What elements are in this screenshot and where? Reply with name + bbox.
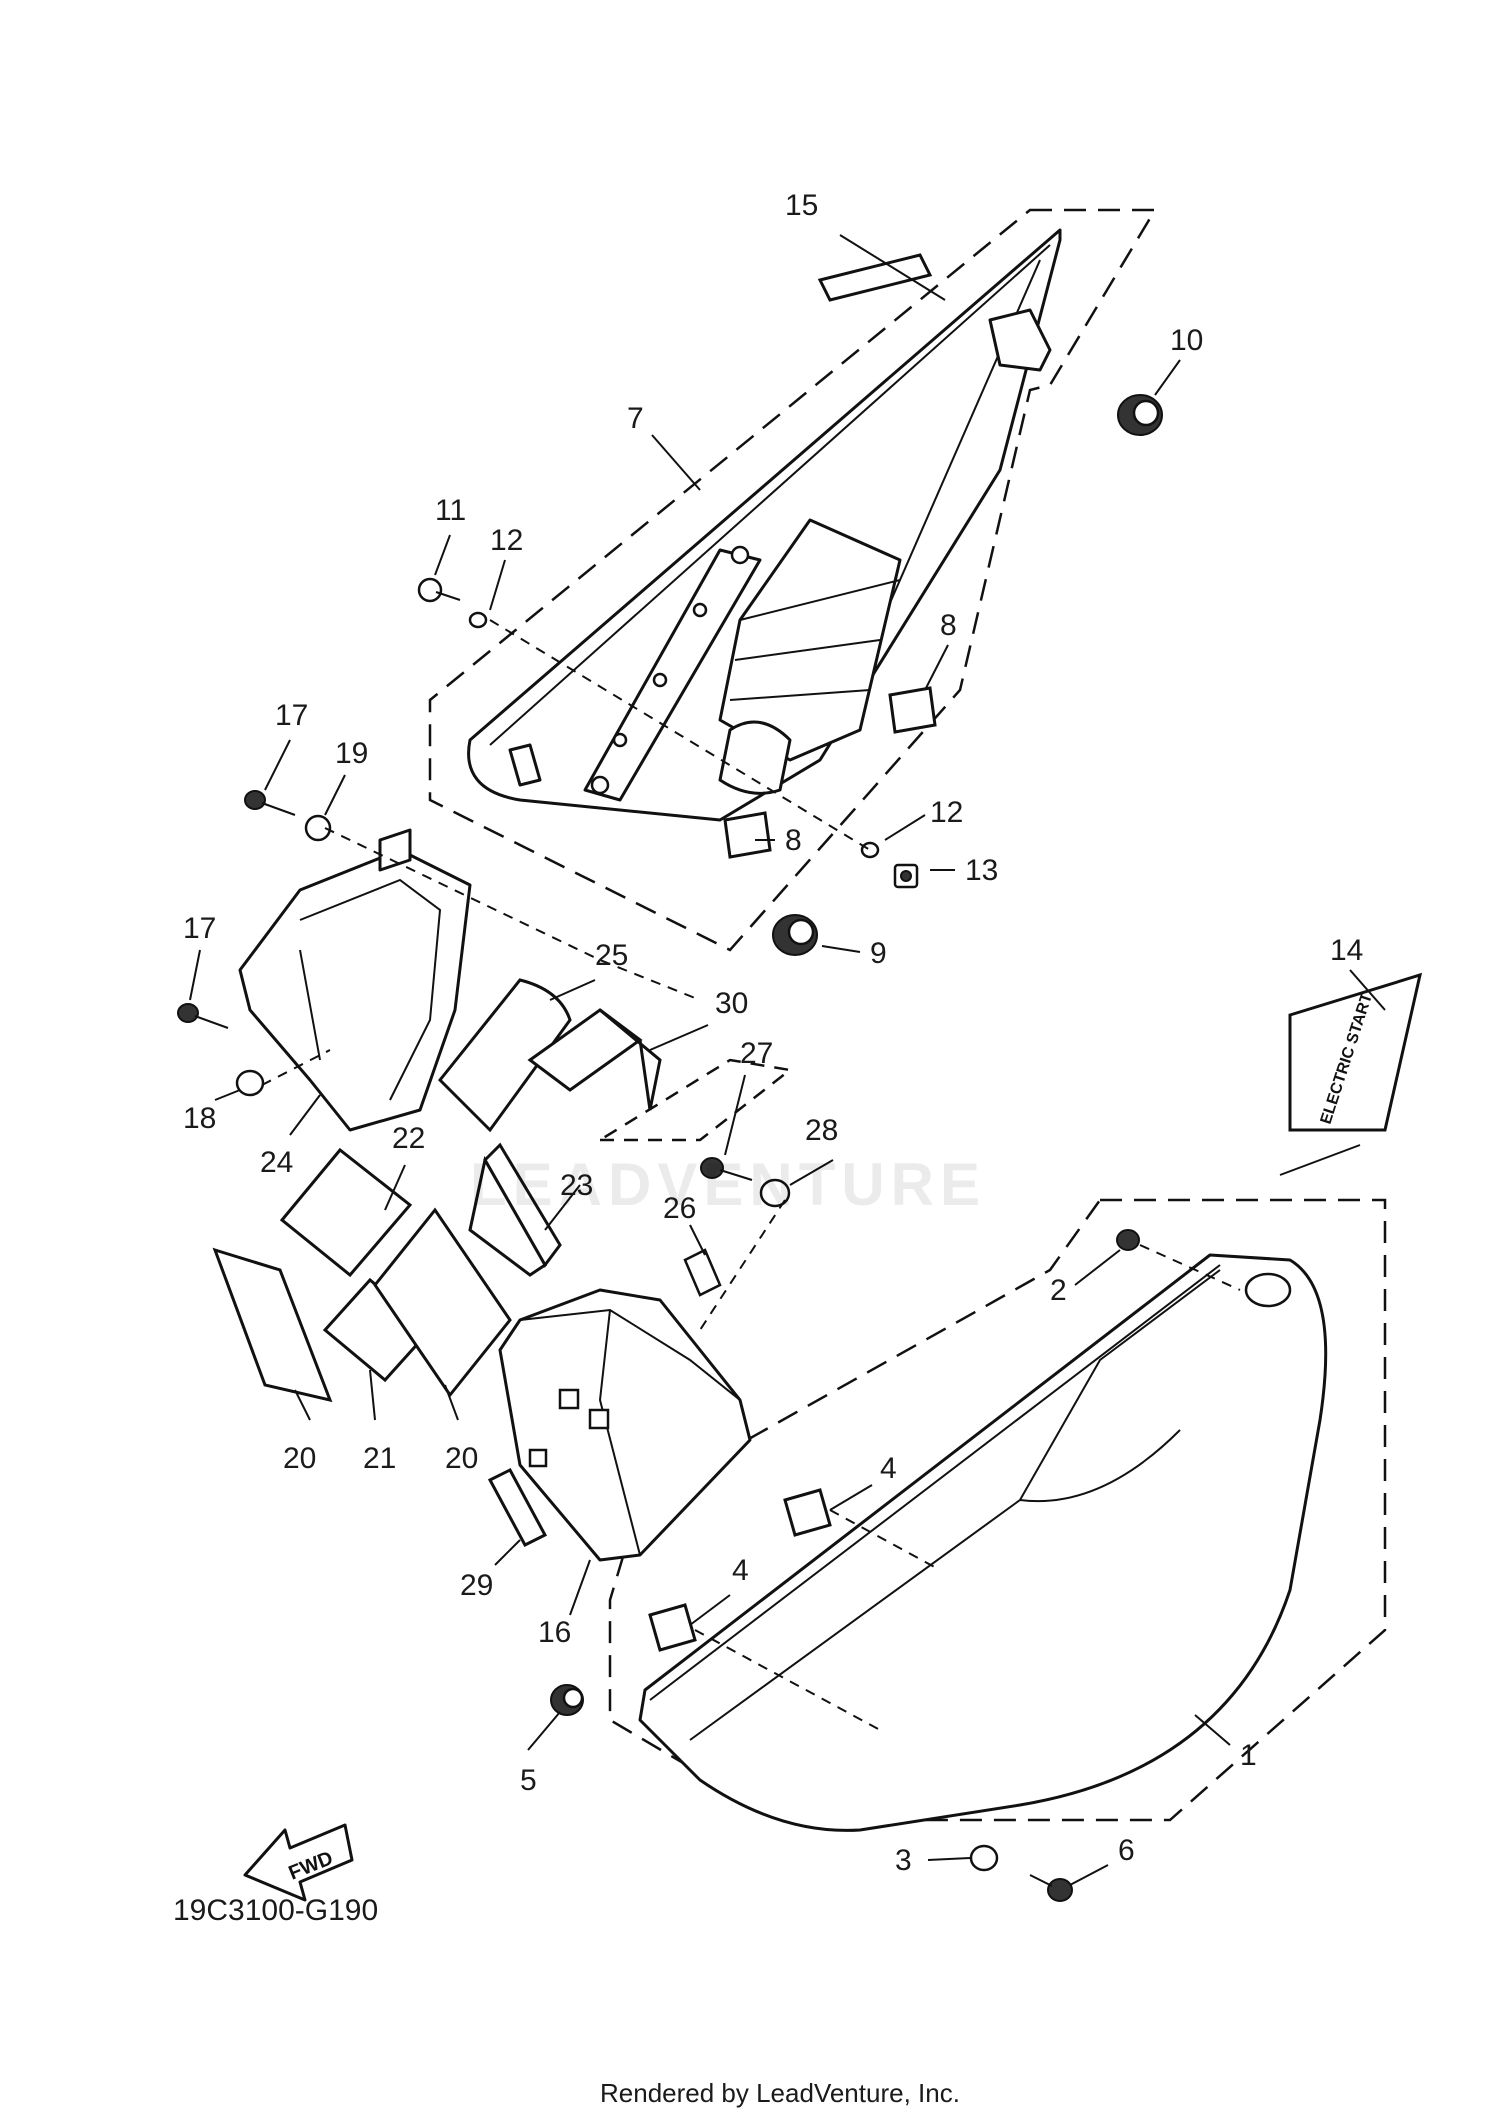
damper-8-lower — [723, 811, 772, 859]
callout-13: 13 — [965, 854, 998, 887]
callout-21: 21 — [363, 1442, 396, 1475]
callout-11: 11 — [435, 494, 466, 527]
callout-2: 2 — [1050, 1274, 1067, 1307]
callout-24: 24 — [260, 1146, 293, 1179]
collar-3 — [969, 1844, 999, 1872]
callout-25: 25 — [595, 939, 628, 972]
damper-8-upper — [888, 686, 937, 734]
callout-3: 3 — [895, 1844, 912, 1877]
decal-14: ELECTRIC START — [1288, 972, 1423, 1132]
callout-17b: 17 — [183, 912, 216, 945]
callout-4b: 4 — [732, 1554, 749, 1587]
clip-26 — [683, 1248, 722, 1297]
nut-13 — [893, 863, 919, 889]
callout-10: 10 — [1170, 324, 1203, 357]
footer-credit: Rendered by LeadVenture, Inc. — [600, 2078, 960, 2108]
sheet-20-left — [212, 1247, 333, 1403]
collar-18 — [235, 1069, 265, 1097]
callout-12a: 12 — [490, 524, 523, 557]
collar-28 — [759, 1178, 791, 1208]
washer-12-upper — [468, 611, 488, 629]
callout-20b: 20 — [445, 1442, 478, 1475]
sheet-22 — [279, 1147, 413, 1278]
callout-1: 1 — [1240, 1739, 1257, 1772]
callout-8b: 8 — [785, 824, 802, 857]
grommet-2 — [1116, 1229, 1140, 1251]
callout-6: 6 — [1118, 1834, 1135, 1867]
side-cover-1 — [638, 1253, 1328, 1832]
callout-4a: 4 — [880, 1452, 897, 1485]
callout-19: 19 — [335, 737, 368, 770]
callout-9: 9 — [870, 937, 887, 970]
pad-30 — [527, 1008, 662, 1111]
grommet-10 — [1117, 394, 1163, 436]
screw-11 — [417, 577, 461, 603]
leader-lines — [189, 234, 1386, 1886]
bolt-17-upper — [244, 790, 296, 816]
damper-4-lower — [648, 1603, 697, 1652]
bolt-27 — [700, 1157, 753, 1181]
decal-15 — [817, 253, 933, 302]
alignment-lines — [261, 619, 1241, 1731]
callout-15: 15 — [785, 189, 818, 222]
callout-16: 16 — [538, 1616, 571, 1649]
grommet-5 — [550, 1684, 584, 1716]
callout-12b: 12 — [930, 796, 963, 829]
callout-17a: 17 — [275, 699, 308, 732]
sheet-20-right — [373, 1207, 512, 1398]
callout-5: 5 — [520, 1764, 537, 1797]
damper-4-upper — [783, 1488, 832, 1537]
forward-arrow-icon: FWD — [243, 1823, 354, 1902]
callout-14: 14 — [1330, 934, 1363, 967]
callout-7: 7 — [627, 402, 644, 435]
callout-29: 29 — [460, 1569, 493, 1602]
washer-12-lower — [860, 841, 880, 859]
pad-29 — [487, 1468, 548, 1547]
sheet-23 — [468, 1142, 562, 1277]
diagram-code: 19C3100-G190 — [173, 1894, 379, 1927]
washer-19 — [304, 814, 332, 842]
bolt-6 — [1029, 1874, 1073, 1902]
upper-assembly-outline — [428, 208, 1158, 952]
upper-side-cover — [467, 228, 1062, 822]
callout-18: 18 — [183, 1102, 216, 1135]
watermark: LEADVENTURE — [470, 1151, 987, 1218]
lower-assembly-outline — [608, 1198, 1387, 1822]
callout-28: 28 — [805, 1114, 838, 1147]
filter-case-16 — [498, 1288, 752, 1562]
callout-23: 23 — [560, 1169, 593, 1202]
callout-30: 30 — [715, 987, 748, 1020]
callout-27: 27 — [740, 1037, 773, 1070]
callout-labels: 15 10 7 11 12 8 17 19 12 8 13 9 17 25 30… — [183, 189, 1363, 1877]
bolt-17-lower — [177, 1003, 229, 1029]
callout-20a: 20 — [283, 1442, 316, 1475]
case-cover-24 — [238, 828, 472, 1132]
callout-26: 26 — [663, 1192, 696, 1225]
grommet-9 — [772, 914, 818, 956]
callout-8a: 8 — [940, 609, 957, 642]
filter-assembly-outline — [595, 1058, 794, 1142]
callout-22: 22 — [392, 1122, 425, 1155]
